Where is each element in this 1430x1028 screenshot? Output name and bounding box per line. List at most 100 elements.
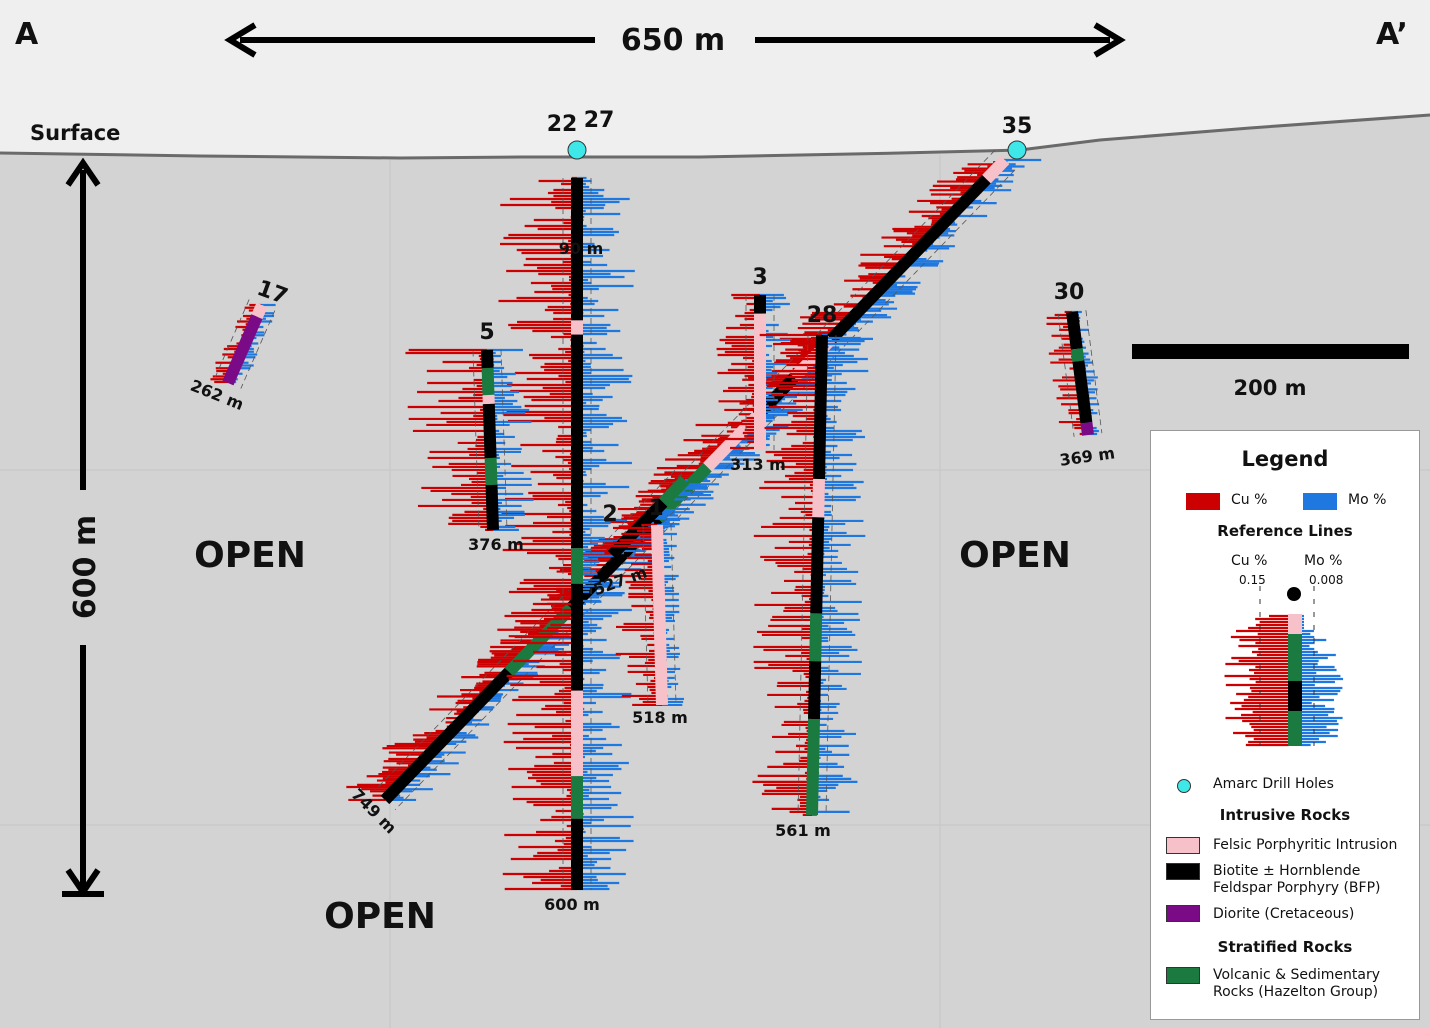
volcanic-interval: [809, 613, 823, 662]
drill-hole-1: [610, 523, 684, 707]
bfp-interval: [380, 667, 514, 805]
open-label: OPEN: [959, 535, 1071, 576]
hole-label-1: 1: [648, 496, 663, 521]
legend: Legend Cu % Mo % Reference Lines Cu % 0.…: [1150, 430, 1420, 1020]
bfp-interval: [810, 517, 825, 614]
hole-label-3: 3: [752, 265, 767, 290]
drill-hole-collar[interactable]: [567, 140, 587, 160]
depth-arrow: [62, 157, 104, 898]
drill-holes-label: Amarc Drill Holes: [1213, 776, 1334, 792]
felsic-interval: [812, 478, 825, 518]
drill-holes: [210, 149, 1103, 891]
drill-hole-30: [1046, 310, 1103, 437]
mo-label: Mo %: [1348, 492, 1387, 508]
reference-line: [1057, 313, 1075, 437]
reference-line: [1085, 310, 1103, 434]
reference-line: [601, 469, 676, 546]
hole-depth-1: 518 m: [632, 708, 688, 727]
cu-label: Cu %: [1231, 492, 1268, 508]
reference-line: [825, 335, 837, 816]
reference-lines-title: Reference Lines: [1217, 522, 1353, 540]
hole-label-27: 27: [584, 108, 615, 133]
reference-line: [374, 149, 996, 791]
hole-label-22: 22: [547, 112, 578, 137]
volcanic-interval: [1288, 711, 1302, 746]
hole-label-2: 2: [602, 502, 617, 527]
open-label: OPEN: [194, 535, 306, 576]
bfp-swatch: [1166, 863, 1200, 880]
diorite-label: Diorite (Cretaceous): [1213, 906, 1355, 922]
felsic-interval: [1288, 614, 1302, 634]
volcanic-interval: [806, 718, 820, 816]
drill-hole-collar[interactable]: [1007, 140, 1027, 160]
volcanic-interval: [484, 457, 498, 486]
section-start-label: A: [15, 17, 39, 52]
reference-line: [642, 525, 649, 706]
ref-mo-value: 0.008: [1309, 573, 1344, 587]
reference-line: [500, 349, 508, 530]
volcanic-swatch: [1166, 967, 1200, 984]
stratified-title: Stratified Rocks: [1217, 938, 1353, 956]
bfp-interval: [1288, 681, 1302, 711]
drill-hole-icon: [1177, 779, 1191, 793]
hole-mid-depth-22: 90 m: [559, 239, 604, 258]
felsic-interval: [982, 155, 1010, 184]
surface-label: Surface: [30, 121, 120, 145]
reference-line: [214, 299, 250, 378]
drill-hole-3: [716, 293, 792, 450]
hole-depth-5: 376 m: [468, 535, 524, 554]
bfp-interval: [482, 403, 497, 459]
reference-line: [797, 334, 809, 815]
drill-hole-28: [752, 333, 869, 816]
drill-hole-22-27: [498, 176, 635, 891]
hole-label-35: 35: [1002, 114, 1033, 139]
hole-label-28: 28: [807, 303, 838, 328]
ref-mo-label: Mo %: [1304, 553, 1343, 569]
bfp-interval: [1072, 360, 1093, 424]
hole-depth-22: 600 m: [544, 895, 600, 914]
felsic-label: Felsic Porphyritic Intrusion: [1213, 837, 1398, 853]
felsic-interval: [251, 302, 268, 320]
ref-cu-value: 0.15: [1239, 573, 1266, 587]
bfp-interval: [827, 175, 991, 344]
volcanic-interval: [1288, 634, 1302, 681]
scale-bar: [1132, 344, 1409, 359]
diorite-interval: [1080, 421, 1094, 436]
hole-depth-3: 313 m: [730, 455, 786, 474]
bfp-label-2: Feldspar Porphyry (BFP): [1213, 880, 1381, 896]
drill-hole-17: [210, 299, 276, 389]
volcanic-label-1: Volcanic & Sedimentary: [1213, 967, 1381, 983]
hole-depth-28: 561 m: [775, 821, 831, 840]
diorite-interval: [222, 314, 263, 386]
drill-hole-5: [405, 348, 534, 532]
width-arrow: [224, 22, 1126, 58]
ref-cu-label: Cu %: [1231, 553, 1268, 569]
mo-swatch: [1303, 493, 1337, 510]
reference-line: [670, 524, 677, 705]
hole-label-5: 5: [479, 320, 494, 345]
volcanic-interval: [1070, 348, 1085, 362]
reference-line: [394, 169, 1016, 811]
cu-swatch: [1186, 493, 1220, 510]
reference-lines-example: [1224, 586, 1344, 747]
reference-line: [240, 310, 276, 389]
felsic-interval: [651, 524, 668, 706]
scale-label: 200 m: [1233, 376, 1306, 400]
collar-marker: [1287, 587, 1301, 601]
bfp-interval: [808, 661, 822, 720]
open-label: OPEN: [324, 896, 436, 937]
bfp-interval: [485, 484, 499, 531]
width-label: 650 m: [621, 23, 725, 58]
volcanic-interval: [658, 475, 690, 507]
reference-line: [472, 350, 480, 531]
surface-line: [0, 113, 1430, 160]
intrusive-title: Intrusive Rocks: [1219, 806, 1351, 824]
bfp-interval: [813, 334, 828, 480]
section-end-label: A’: [1376, 17, 1408, 52]
hole-label-30: 30: [1054, 280, 1085, 305]
legend-title: Legend: [1241, 447, 1329, 471]
bfp-interval: [1066, 311, 1083, 350]
diorite-swatch: [1166, 905, 1200, 922]
volcanic-label-2: Rocks (Hazelton Group): [1213, 984, 1379, 1000]
